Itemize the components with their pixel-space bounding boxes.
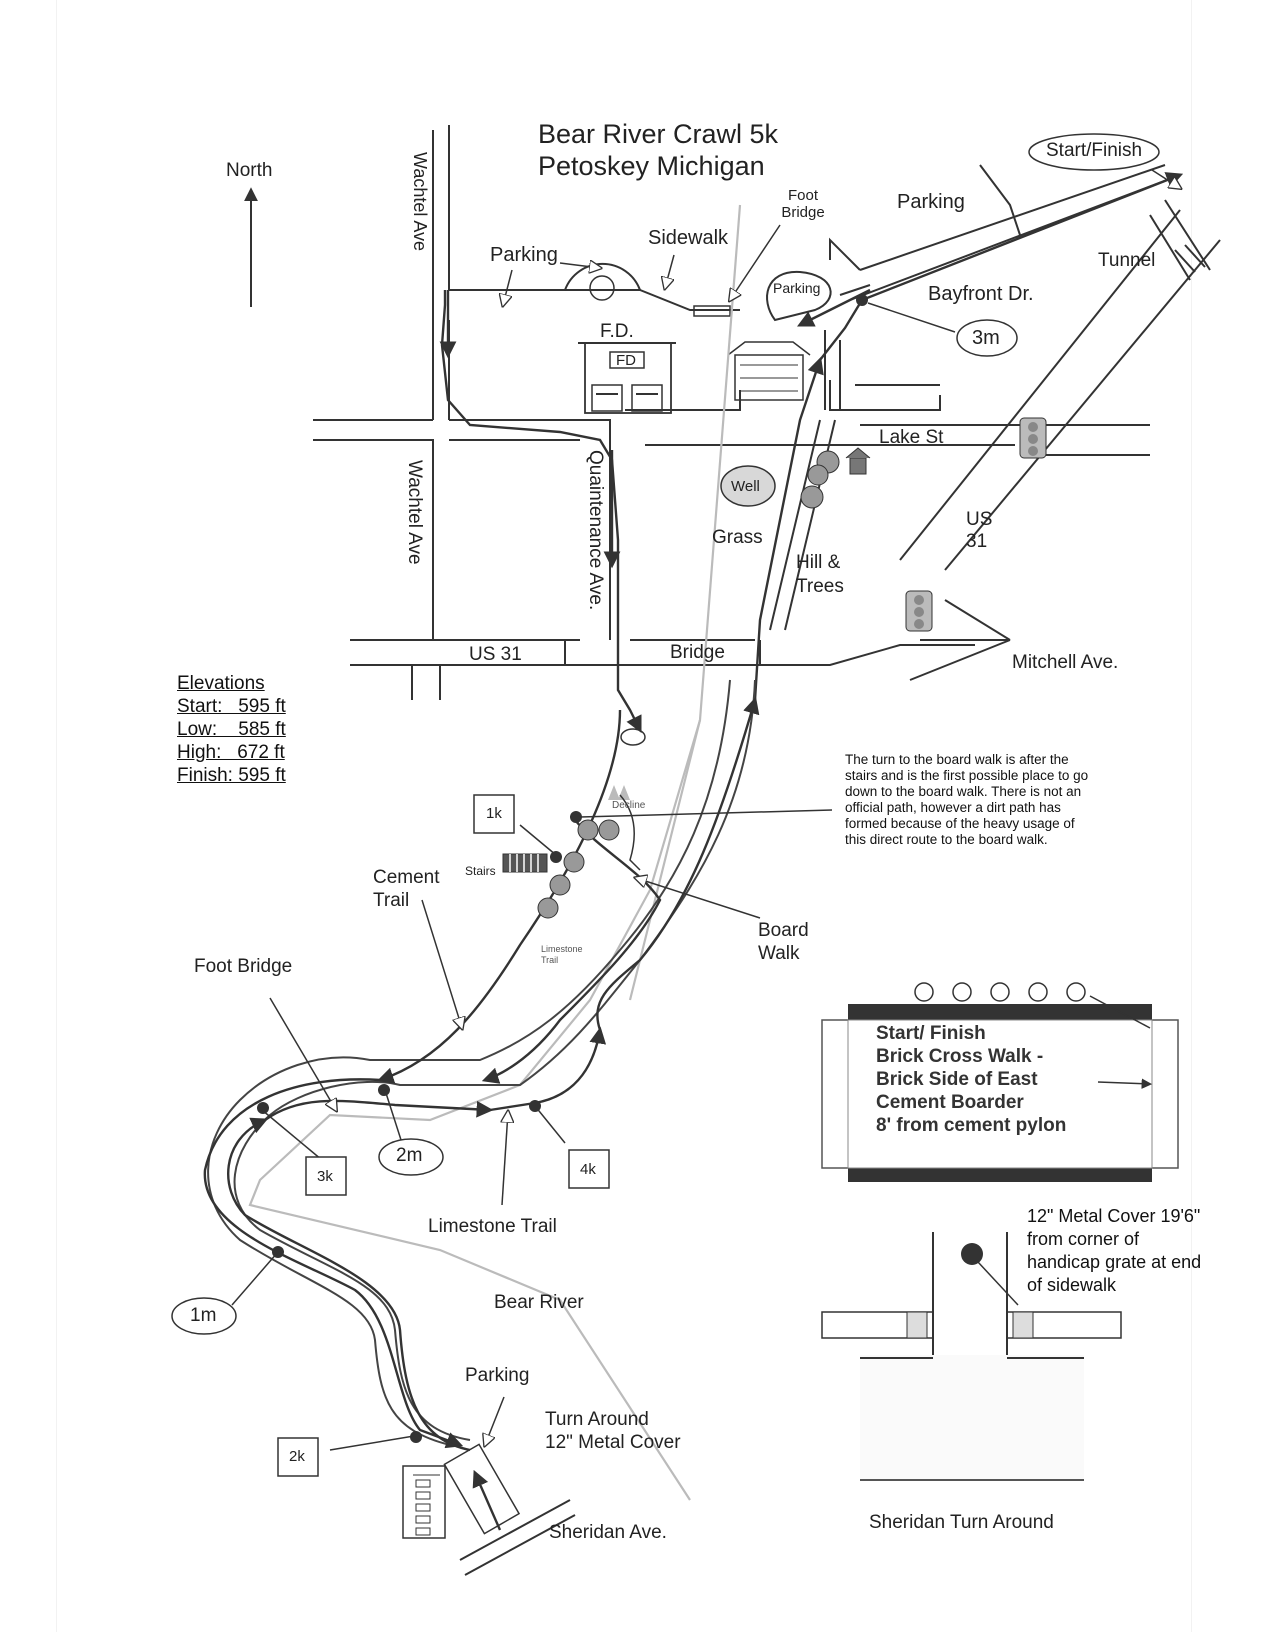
elevations-row: Start: 595 ft (177, 696, 286, 717)
parking-small-label: Parking (773, 280, 821, 296)
marker-4k-box (568, 1149, 610, 1189)
marker-2k-label: 2k (289, 1448, 305, 1465)
marker-1m-label: 1m (190, 1305, 217, 1326)
cement-trail-label: Cement Trail (373, 867, 440, 911)
parking-lot-box (443, 1443, 521, 1535)
marker-2m-ellipse (378, 1138, 444, 1176)
lake-st-label: Lake St (879, 427, 944, 448)
elevations-row: High: 672 ft (177, 742, 285, 763)
marker-3k-label: 3k (317, 1168, 333, 1185)
traffic-light-icon (1019, 417, 1047, 459)
fd-sign-label: FD (616, 352, 636, 369)
turn-around-label: Turn Around 12" Metal Cover (545, 1409, 681, 1453)
finish-detail-text: Start/ Finish Brick Cross Walk - Brick S… (876, 1023, 1067, 1136)
marker-2m-dot (378, 1084, 390, 1096)
board-walk-turn-dot (570, 811, 582, 823)
marker-1m-ellipse (171, 1297, 237, 1335)
parking-bottom-label: Parking (465, 1365, 530, 1386)
marker-3m-ellipse (956, 319, 1018, 357)
quaintenance-label: Quaintenance Ave. (585, 450, 606, 611)
marker-3k-dot (257, 1102, 269, 1114)
elevations-table: Elevations Start: 595 ft Low: 585 ft Hig… (177, 672, 286, 787)
start-finish-ellipse (1028, 133, 1160, 171)
parking-small-area (766, 270, 832, 322)
fire-department-building (578, 342, 676, 414)
sheridan-turn-label: Sheridan Turn Around (869, 1512, 1054, 1533)
bear-river-label: Bear River (494, 1292, 584, 1313)
marker-2k-box (277, 1437, 319, 1477)
street-grid (313, 125, 1221, 700)
foot-bridge-left-label: Foot Bridge (194, 956, 293, 977)
route-cement-trail (376, 709, 622, 1084)
hill-trees-label: Hill & Trees (796, 552, 844, 597)
parking-top-label: Parking (897, 191, 965, 213)
sheridan-label: Sheridan Ave. (549, 1522, 667, 1543)
well-label: Well (731, 478, 760, 495)
page-title: Bear River Crawl 5k Petoskey Michigan (538, 119, 779, 181)
wachtel-mid-label: Wachtel Ave (404, 460, 425, 565)
limestone-trail-small-label: Limestone Trail (541, 944, 583, 965)
sidewalk-label: Sidewalk (648, 227, 729, 249)
marker-1k-label: 1k (486, 805, 502, 822)
start-finish-label: Start/Finish (1046, 140, 1143, 161)
limestone-trail-label: Limestone Trail (428, 1216, 557, 1237)
pointer-lines (231, 169, 1180, 1451)
decline-label: Decline (612, 800, 646, 811)
stairs-label: Stairs (465, 864, 496, 878)
start-finish-detail (821, 982, 1179, 1182)
marker-2m-label: 2m (396, 1145, 423, 1166)
bayfront-label: Bayfront Dr. (928, 283, 1034, 305)
marker-3k-box (305, 1156, 347, 1196)
us31-left-label: US 31 (469, 644, 522, 665)
route-quaintenance (440, 290, 642, 734)
sheridan-detail-text: 12" Metal Cover 19'6" from corner of han… (1027, 1206, 1202, 1295)
mitchell-label: Mitchell Ave. (1012, 652, 1119, 673)
parking-left-label: Parking (490, 244, 558, 266)
route-return-top (753, 356, 824, 701)
foot-bridge-top-label: Foot Bridge (781, 187, 825, 221)
board-walk-label: Board Walk (758, 920, 809, 964)
building-icon (727, 341, 811, 401)
marker-4k-label: 4k (580, 1161, 596, 1178)
roundabout-icon (589, 275, 615, 301)
marker-3m-label: 3m (972, 327, 1000, 349)
tunnel-label: Tunnel (1098, 250, 1156, 271)
north-label: North (226, 160, 273, 181)
wachtel-top-label: Wachtel Ave (410, 152, 430, 252)
tree-icon (800, 450, 840, 509)
us31-right-label: US 31 (966, 509, 993, 552)
traffic-light-icon (905, 590, 933, 632)
trail-circle-icon (620, 728, 646, 746)
boardwalk-note: The turn to the board walk is after the … (845, 752, 1089, 847)
elevations-row: Finish: 595 ft (177, 765, 286, 786)
elevations-heading: Elevations (177, 673, 265, 694)
stairs-icon (502, 853, 548, 873)
decline-tree-icon (608, 785, 630, 800)
bridge-label: Bridge (670, 642, 725, 663)
metal-cover-icon (961, 1243, 983, 1265)
grass-label: Grass (712, 527, 763, 548)
fd-label: F.D. (600, 321, 634, 342)
marker-1k-dot (550, 851, 562, 863)
tree-icon (537, 819, 620, 919)
sheridan-detail (821, 1232, 1122, 1481)
house-icon (845, 447, 871, 475)
marker-2k-dot (410, 1431, 422, 1443)
foot-bridge-top-icon (693, 305, 731, 317)
marker-1k-box (473, 794, 515, 834)
elevations-row: Low: 585 ft (177, 719, 286, 740)
well-icon (720, 465, 776, 507)
trail-gray (248, 204, 742, 1501)
parking-bottom-building (402, 1465, 446, 1539)
